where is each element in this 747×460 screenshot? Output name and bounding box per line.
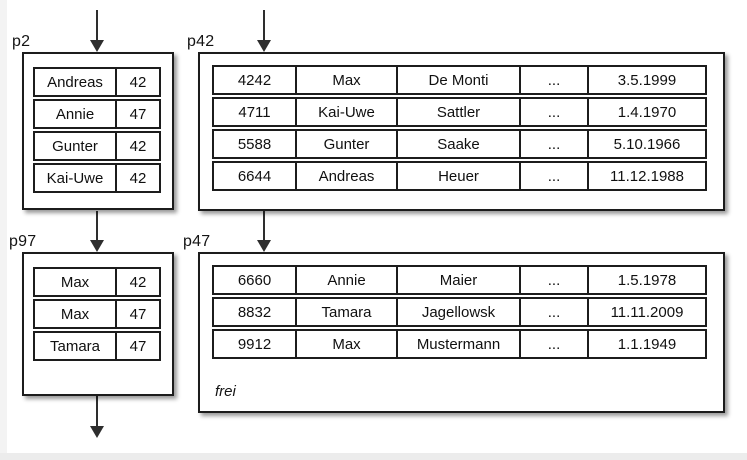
cell-ellipsis: ... — [519, 131, 587, 157]
cell-name: Gunter — [52, 137, 98, 155]
cell-last-name: De Monti — [396, 67, 519, 93]
cell-id: 8832 — [237, 303, 272, 321]
arrow-shaft — [96, 10, 98, 42]
arrow-shaft — [263, 211, 265, 242]
cell-id: 5588 — [237, 135, 272, 153]
record-row: 6660 Annie Maier ... 1.5.1978 — [212, 265, 707, 295]
cell-last-name: Sattler — [396, 99, 519, 125]
cell-name: Annie — [55, 105, 95, 123]
cell-ellipsis: ... — [519, 163, 587, 189]
record-row: 8832 Tamara Jagellowsk ... 11.11.2009 — [212, 297, 707, 327]
cell-id: 9912 — [237, 335, 272, 353]
cell-first-name: Max — [295, 331, 396, 357]
cell-first-name: Kai-Uwe — [295, 99, 396, 125]
cell-ellipsis: ... — [519, 67, 587, 93]
cell-name: Andreas — [47, 73, 103, 91]
page-label-p2: p2 — [12, 33, 31, 50]
arrow-head-icon — [90, 240, 104, 252]
cell-id: 4242 — [237, 71, 272, 89]
page-label-p97: p97 — [9, 233, 37, 250]
cell-page-ref: 42 — [115, 269, 159, 295]
cell-page-ref: 47 — [115, 101, 159, 127]
cell-page-ref: 47 — [115, 333, 159, 359]
cell-page-ref: 42 — [115, 165, 159, 191]
index-entry-row: Tamara 47 — [33, 331, 161, 361]
arrow-into-p42 — [257, 10, 271, 52]
cell-first-name: Max — [295, 67, 396, 93]
page-label-p42: p42 — [187, 33, 215, 50]
cell-first-name: Tamara — [295, 299, 396, 325]
page-margin-bottom — [0, 453, 747, 460]
cell-last-name: Maier — [396, 267, 519, 293]
record-row: 4711 Kai-Uwe Sattler ... 1.4.1970 — [212, 97, 707, 127]
cell-ellipsis: ... — [519, 299, 587, 325]
index-entry-row: Max 47 — [33, 299, 161, 329]
arrow-head-icon — [257, 240, 271, 252]
p47-record-table: 6660 Annie Maier ... 1.5.1978 8832 Tamar… — [212, 265, 707, 361]
arrow-shaft — [263, 10, 265, 42]
cell-name: Kai-Uwe — [46, 169, 104, 187]
cell-first-name: Annie — [295, 267, 396, 293]
cell-id: 6660 — [237, 271, 272, 289]
p97-entry-table: Max 42 Max 47 Tamara 47 — [33, 267, 161, 363]
cell-ellipsis: ... — [519, 267, 587, 293]
arrow-out-of-p97 — [90, 396, 104, 438]
arrow-head-icon — [90, 40, 104, 52]
cell-last-name: Saake — [396, 131, 519, 157]
cell-page-ref: 47 — [115, 301, 159, 327]
cell-ellipsis: ... — [519, 331, 587, 357]
cell-birthdate: 3.5.1999 — [587, 67, 705, 93]
record-row: 9912 Max Mustermann ... 1.1.1949 — [212, 329, 707, 359]
index-entry-row: Gunter 42 — [33, 131, 161, 161]
cell-id: 4711 — [238, 103, 271, 121]
arrow-into-p2 — [90, 10, 104, 52]
page-label-p47: p47 — [183, 233, 211, 250]
cell-birthdate: 1.5.1978 — [587, 267, 705, 293]
cell-name: Tamara — [49, 337, 101, 355]
page-margin-left — [0, 0, 7, 460]
p2-entry-table: Andreas 42 Annie 47 Gunter 42 Kai-Uwe 42 — [33, 67, 161, 195]
cell-page-ref: 42 — [115, 69, 159, 95]
cell-first-name: Gunter — [295, 131, 396, 157]
record-row: 5588 Gunter Saake ... 5.10.1966 — [212, 129, 707, 159]
cell-id: 6644 — [237, 167, 272, 185]
cell-name: Max — [60, 305, 90, 323]
record-row: 4242 Max De Monti ... 3.5.1999 — [212, 65, 707, 95]
arrow-p2-to-p97 — [90, 211, 104, 252]
cell-birthdate: 5.10.1966 — [587, 131, 705, 157]
cell-first-name: Andreas — [295, 163, 396, 189]
cell-birthdate: 11.12.1988 — [587, 163, 705, 189]
cell-last-name: Mustermann — [396, 331, 519, 357]
cell-page-ref: 42 — [115, 133, 159, 159]
cell-last-name: Heuer — [396, 163, 519, 189]
arrow-head-icon — [90, 426, 104, 438]
arrow-p42-to-p47 — [257, 211, 271, 252]
page-box-p97: Max 42 Max 47 Tamara 47 — [22, 252, 174, 396]
index-entry-row: Kai-Uwe 42 — [33, 163, 161, 193]
page-box-p42: 4242 Max De Monti ... 3.5.1999 4711 Kai-… — [198, 52, 725, 211]
index-entry-row: Andreas 42 — [33, 67, 161, 97]
record-row: 6644 Andreas Heuer ... 11.12.1988 — [212, 161, 707, 191]
arrow-shaft — [96, 211, 98, 242]
index-entry-row: Max 42 — [33, 267, 161, 297]
page-box-p2: Andreas 42 Annie 47 Gunter 42 Kai-Uwe 42 — [22, 52, 174, 210]
cell-last-name: Jagellowsk — [396, 299, 519, 325]
p42-record-table: 4242 Max De Monti ... 3.5.1999 4711 Kai-… — [212, 65, 707, 193]
index-entry-row: Annie 47 — [33, 99, 161, 129]
arrow-shaft — [96, 396, 98, 428]
cell-birthdate: 11.11.2009 — [587, 299, 705, 325]
cell-birthdate: 1.4.1970 — [587, 99, 705, 125]
cell-birthdate: 1.1.1949 — [587, 331, 705, 357]
free-space-label: frei — [215, 383, 236, 400]
cell-name: Max — [60, 273, 90, 291]
page-box-p47: 6660 Annie Maier ... 1.5.1978 8832 Tamar… — [198, 252, 725, 413]
arrow-head-icon — [257, 40, 271, 52]
cell-ellipsis: ... — [519, 99, 587, 125]
